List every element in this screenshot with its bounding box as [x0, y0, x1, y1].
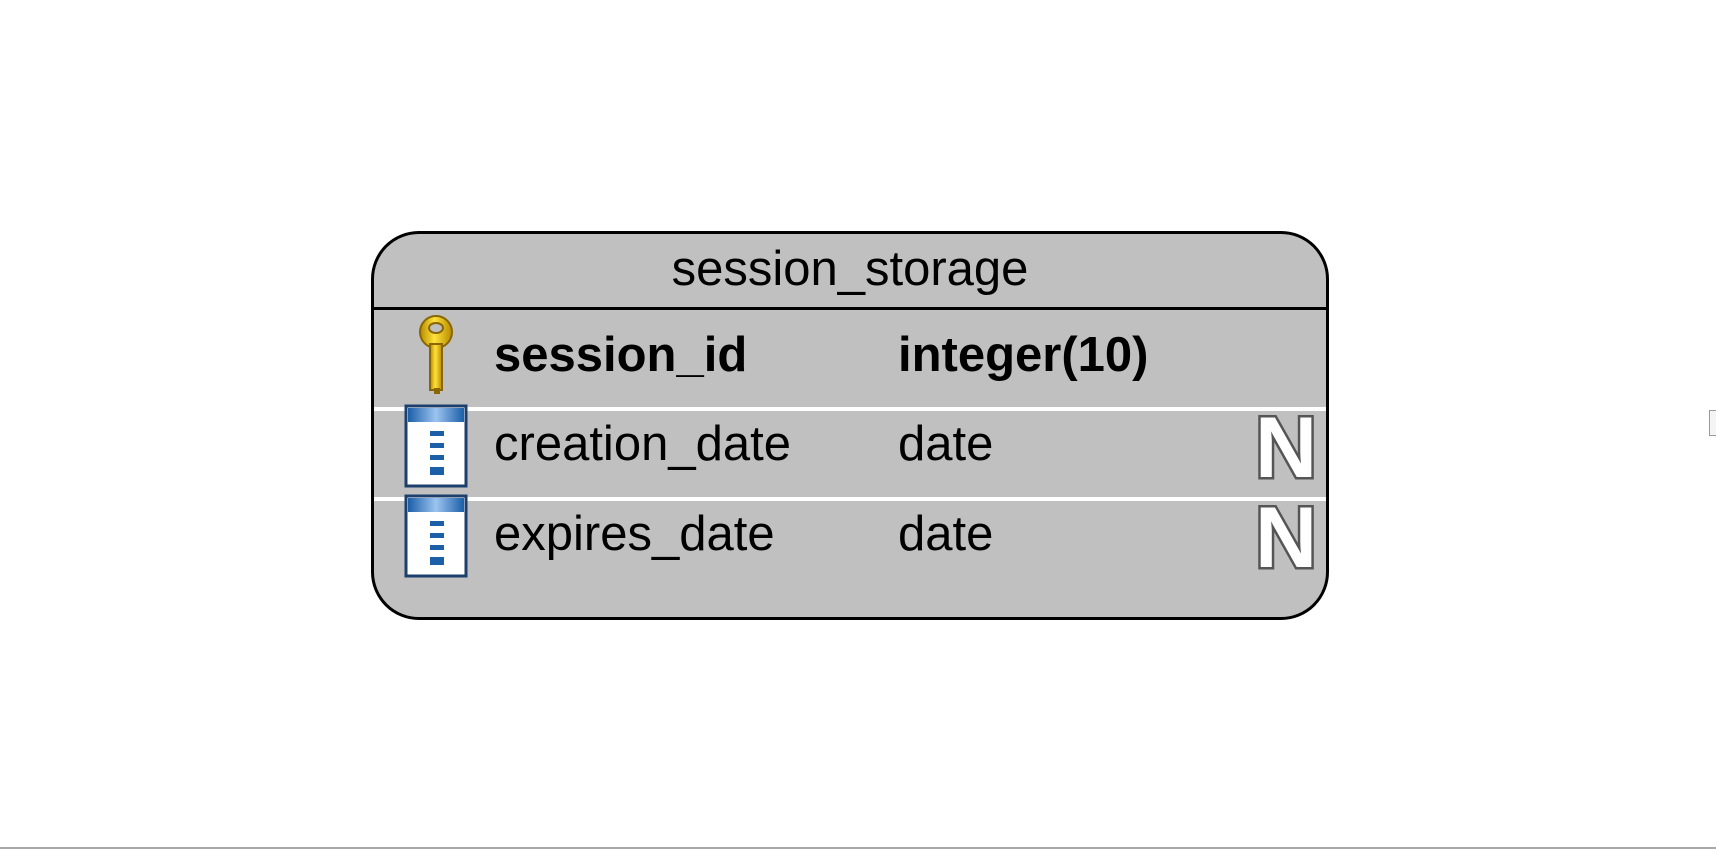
column-type: date: [898, 507, 994, 561]
column-row-expires-date[interactable]: expires_date date N: [374, 489, 1326, 579]
column-icon: [404, 404, 468, 488]
column-row-creation-date[interactable]: creation_date date N: [374, 399, 1326, 489]
row-separator: [374, 497, 1326, 501]
column-row-session-id[interactable]: session_id integer(10): [374, 310, 1326, 400]
entity-table[interactable]: session_storage session_id integer(10): [371, 231, 1329, 620]
svg-text:N: N: [1255, 407, 1317, 483]
scroll-edge-marker: [1709, 410, 1716, 436]
column-name: creation_date: [494, 417, 791, 471]
key-icon: [419, 315, 453, 394]
nullable-n-icon: N: [1254, 407, 1318, 483]
column-name: session_id: [494, 328, 748, 382]
column-type: date: [898, 417, 994, 471]
canvas-bottom-border: [0, 847, 1716, 849]
row-separator: [374, 407, 1326, 411]
column-type: integer(10): [898, 328, 1149, 382]
column-name: expires_date: [494, 507, 775, 561]
entity-title: session_storage: [374, 234, 1326, 310]
svg-text:N: N: [1255, 497, 1317, 573]
nullable-n-icon: N: [1254, 497, 1318, 573]
column-icon: [404, 494, 468, 578]
